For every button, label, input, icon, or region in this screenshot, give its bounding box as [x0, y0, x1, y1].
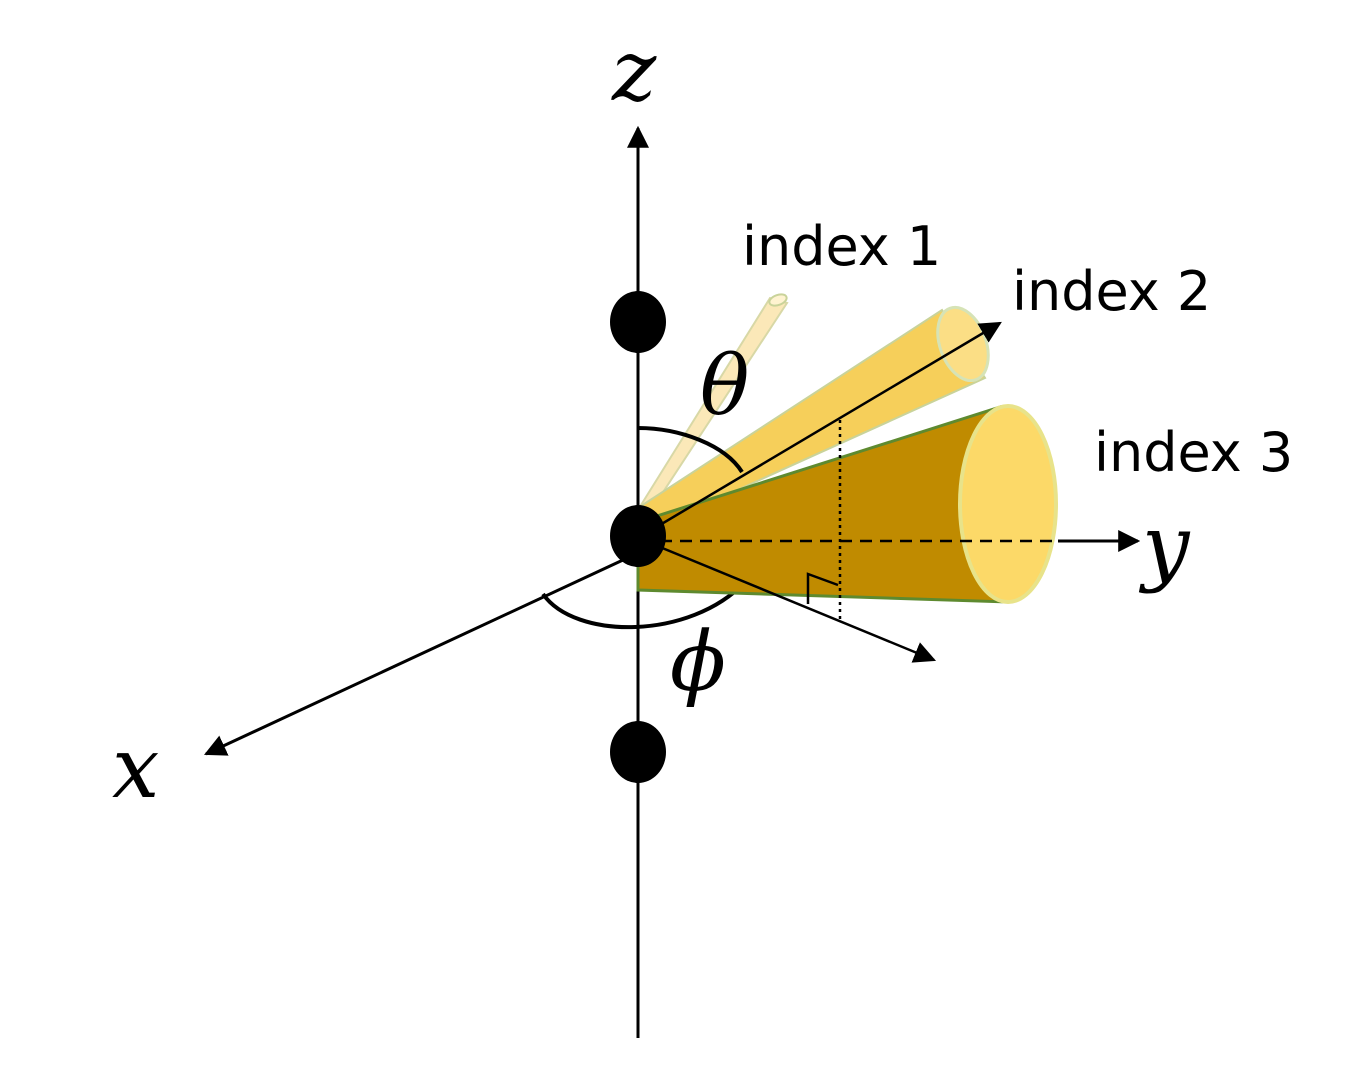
- index-3-label: index 3: [1094, 421, 1293, 484]
- x-axis: [204, 551, 639, 756]
- theta-label: θ: [700, 339, 749, 434]
- beam-index-3: [636, 404, 1058, 604]
- phi-arc: [541, 580, 747, 629]
- x-axis-label: x: [112, 719, 159, 817]
- theta-arc: [637, 426, 744, 474]
- projection-vector: [637, 536, 937, 663]
- lower-point: [610, 721, 666, 783]
- z-axis-label: z: [611, 22, 657, 120]
- direction-vector: [637, 321, 1002, 540]
- index-1-label: index 1: [742, 215, 941, 278]
- right-angle-marker: [806, 572, 839, 604]
- phi-label: ϕ: [670, 615, 726, 710]
- upper-point: [610, 291, 666, 353]
- y-axis-label: y: [1138, 497, 1191, 595]
- index-2-label: index 2: [1012, 260, 1211, 323]
- origin-point: [610, 505, 666, 567]
